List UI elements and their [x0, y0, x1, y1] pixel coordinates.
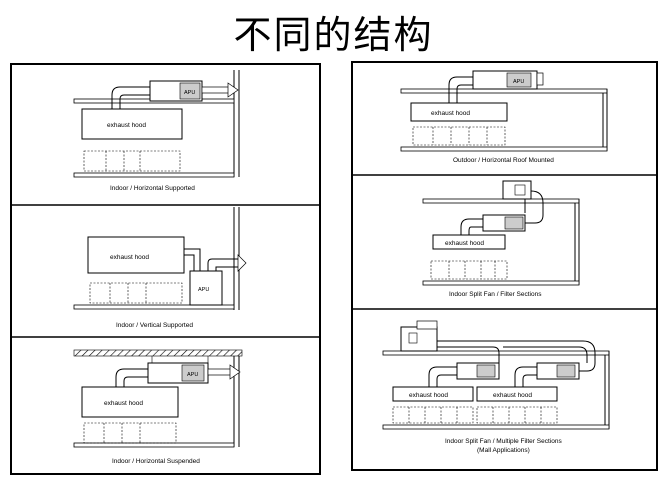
hood-label: exhaust hood: [107, 122, 146, 129]
page-title: 不同的结构: [233, 13, 434, 57]
unit-label: APU: [198, 287, 209, 293]
section-mall-applications: exhaust hood exhaust hood Indoor Split F…: [382, 320, 610, 454]
unit-label: APU: [513, 79, 524, 85]
section-caption: Indoor / Horizontal Supported: [110, 185, 195, 192]
section-caption: Indoor Split Fan / Filter Sections: [449, 291, 542, 298]
right-diagram: APU exhaust hood Outdoor / Horizontal Ro…: [353, 70, 656, 454]
left-panel: APU exhaust hood Indoor / Horizontal Sup…: [10, 63, 321, 475]
hood-label: exhaust hood: [409, 392, 448, 399]
unit-label: APU: [187, 372, 198, 378]
section-horizontal-suspended: APU exhaust hood Indoor / Horizontal Sus…: [73, 349, 243, 465]
hood-label: exhaust hood: [104, 400, 143, 407]
section-split-fan-filter: exhaust hood Indoor Split Fan / Filter S…: [422, 180, 580, 298]
section-caption: Indoor Split Fan / Multiple Filter Secti…: [445, 438, 562, 445]
section-caption-line2: (Mall Applications): [477, 447, 530, 454]
hood-label: exhaust hood: [110, 254, 149, 261]
section-vertical-supported: exhaust hood APU Indoor / Vertical Suppo…: [73, 207, 247, 329]
right-panel: APU exhaust hood Outdoor / Horizontal Ro…: [351, 61, 658, 471]
hood-label: exhaust hood: [493, 392, 532, 399]
left-diagram: APU exhaust hood Indoor / Horizontal Sup…: [12, 70, 319, 465]
hood-label: exhaust hood: [431, 110, 470, 117]
section-caption: Indoor / Horizontal Suspended: [112, 458, 200, 465]
section-caption: Indoor / Vertical Supported: [116, 322, 193, 329]
hood-label: exhaust hood: [445, 240, 484, 247]
section-horizontal-supported: APU exhaust hood Indoor / Horizontal Sup…: [73, 70, 240, 192]
section-outdoor-roof-mounted: APU exhaust hood Outdoor / Horizontal Ro…: [400, 70, 608, 164]
unit-label: APU: [184, 90, 195, 96]
section-caption: Outdoor / Horizontal Roof Mounted: [453, 157, 554, 164]
